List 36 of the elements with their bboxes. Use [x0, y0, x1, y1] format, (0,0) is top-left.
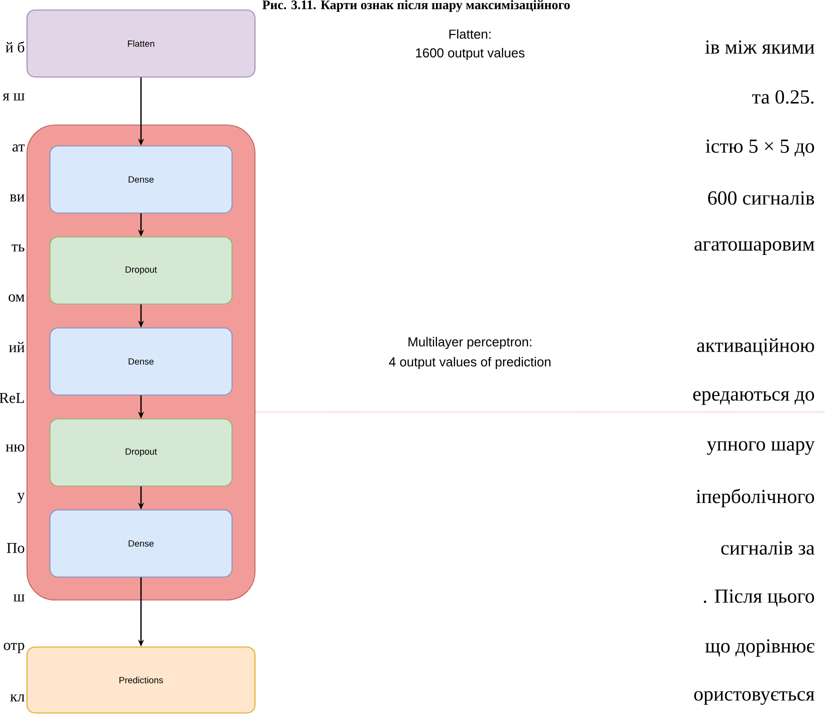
body-text: По — [6, 543, 24, 553]
body-text: отр — [4, 642, 24, 654]
body-text: упного шару — [706, 441, 815, 455]
layer-box: Dropout — [50, 418, 232, 486]
caption-text: Рис. 3.11. Карти ознак після шару максимізаційного — [262, 0, 570, 12]
body-text: у — [18, 492, 25, 504]
body-text: що дорівнює — [705, 639, 814, 657]
body-text: активаційною — [697, 338, 814, 356]
body-text: ередаються до — [693, 391, 814, 405]
body-text: я ш — [2, 94, 25, 100]
body-text: ть — [12, 244, 24, 252]
body-text: та 0.25. — [752, 90, 814, 104]
annotation-text: 1600 output values — [416, 48, 524, 60]
body-text: іперболічного — [696, 488, 814, 508]
body-text: ів між якими — [705, 40, 814, 54]
body-text: агатошаровим — [694, 241, 814, 255]
layer-box: Dropout — [50, 236, 232, 304]
body-text: ат — [12, 144, 25, 152]
body-text: ористовується — [694, 691, 814, 705]
body-text: . Після цього — [704, 589, 814, 607]
body-text: 600 сигналів — [708, 191, 814, 205]
layer-box: Dense — [50, 510, 232, 578]
annotation-text: Flatten: — [449, 29, 490, 39]
layer-box: Flatten — [26, 10, 256, 78]
body-text: істю 5 × 5 до — [706, 139, 814, 157]
body-text: ви — [10, 194, 24, 202]
body-text: ню — [6, 444, 24, 452]
body-text: ом — [8, 294, 24, 302]
annotation-text: 4 output values of prediction — [389, 356, 550, 370]
annotation-text: Multilayer perceptron: — [408, 336, 532, 350]
layer-box: Predictions — [26, 646, 256, 714]
layer-box: Dense — [50, 146, 232, 214]
body-text: ий — [9, 342, 24, 352]
layer-box: Dense — [50, 328, 232, 396]
body-text: сигналів за — [721, 541, 814, 555]
body-text: ш — [14, 594, 25, 602]
